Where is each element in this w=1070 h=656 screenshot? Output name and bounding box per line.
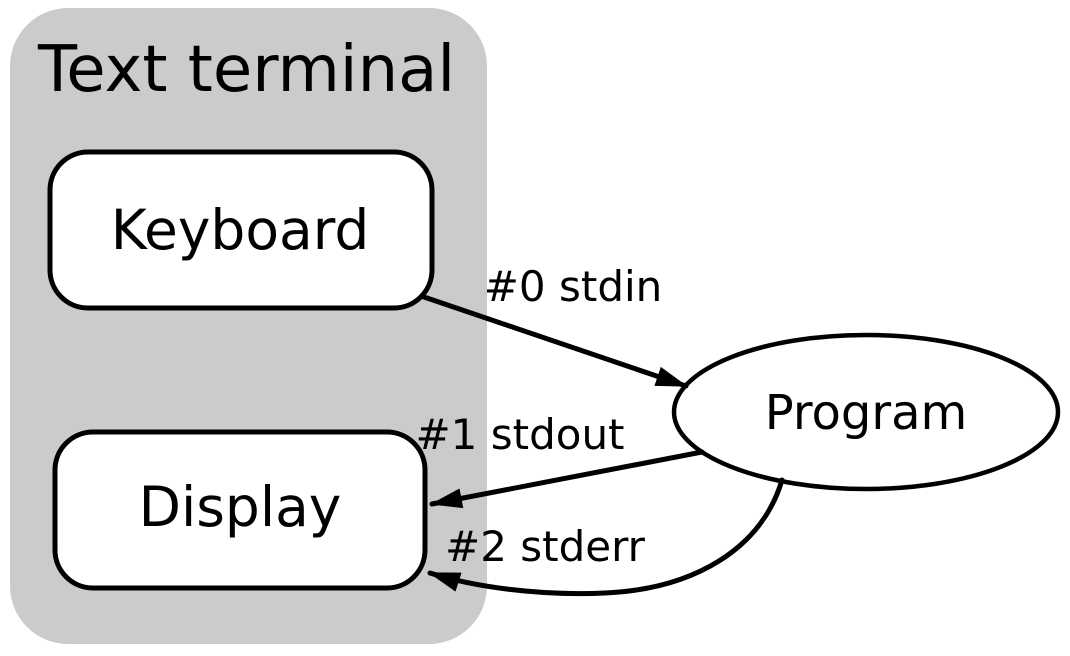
stdin-edge-label: #0 stdin	[484, 262, 663, 311]
program-node: Program	[671, 332, 1061, 492]
keyboard-box	[47, 149, 435, 311]
stdin-arrow	[421, 294, 689, 389]
program-label: Program	[765, 385, 968, 441]
stdout-edge-label: #1 stdout	[415, 410, 624, 459]
program-ellipse	[671, 332, 1061, 492]
display-label: Display	[139, 475, 342, 539]
stdin-edge: #0 stdin	[421, 262, 689, 389]
stdout-edge: #1 stdout	[415, 410, 705, 509]
stderr-arrow	[427, 477, 785, 597]
stderr-edge: #2 stderr	[427, 477, 785, 597]
keyboard-node: Keyboard	[47, 149, 435, 311]
display-box	[52, 429, 428, 591]
keyboard-label: Keyboard	[111, 198, 370, 262]
stdout-arrow	[429, 449, 705, 509]
display-node: Display	[52, 429, 428, 591]
stderr-edge-label: #2 stderr	[445, 522, 646, 571]
text-terminal-label: Text terminal	[37, 33, 455, 107]
